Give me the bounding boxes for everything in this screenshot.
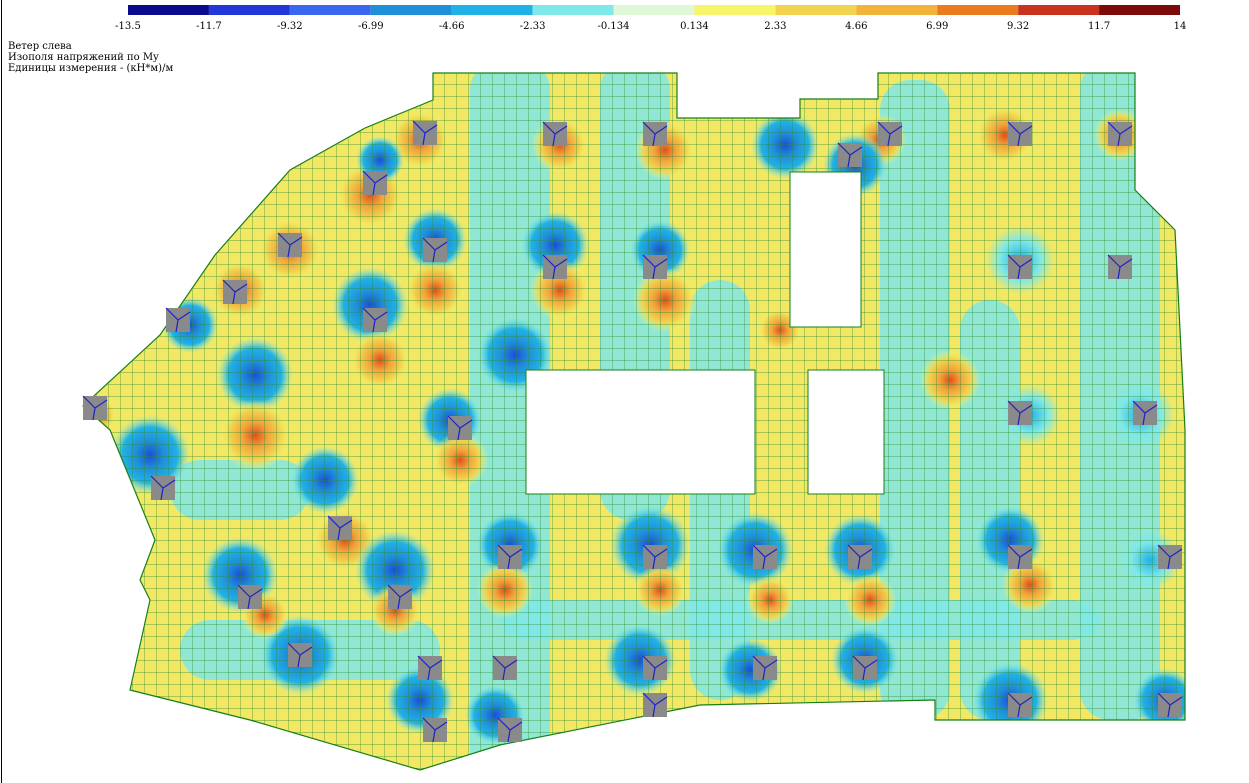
column-support [412,120,438,146]
column-support [642,655,668,681]
column-support [362,170,388,196]
color-scale-legend: -13.5 -11.7 -9.32 -6.99 -4.66 -2.33 -0.134 0.13… [115,5,1187,32]
column-support [237,584,263,610]
legend-color-cell [937,5,1019,15]
info-text-block: Ветер слева Изополя напряжений по My Еди… [8,41,173,74]
column-support [852,655,878,681]
column-support [492,655,518,681]
column-support [222,279,248,305]
legend-tick-label: -9.32 [277,21,303,32]
legend-tick-label: -6.99 [358,21,384,32]
column-support [447,415,473,441]
legend-color-cell [532,5,614,15]
legend-color-cell [775,5,857,15]
column-support [542,254,568,280]
column-support [1007,400,1033,426]
column-support [752,655,778,681]
legend-color-cell [370,5,452,15]
column-support [542,121,568,147]
column-support [362,307,388,333]
opening-right [807,369,885,495]
legend-tick-label: -13.5 [115,21,141,32]
legend-tick-label: 9.32 [1007,21,1029,32]
legend-tick-label: 4.66 [845,21,867,32]
column-support [277,232,303,258]
column-support [82,395,108,421]
legend-color-cell [1099,5,1180,15]
legend-tick-label: 14 [1174,21,1187,32]
column-support [1107,121,1133,147]
column-support [1007,254,1033,280]
legend-color-cell [451,5,533,15]
column-support [422,717,448,743]
column-support [847,544,873,570]
legend-tick-label: 0.134 [680,21,709,32]
column-support [1007,121,1033,147]
column-support [422,237,448,263]
units-label: Единицы измерения - (кН*м)/м [8,63,174,74]
column-support [1132,400,1158,426]
slab-outline [82,72,1186,771]
legend-color-cell [613,5,695,15]
column-support [642,544,668,570]
column-support [642,254,668,280]
column-support [1157,544,1183,570]
legend-tick-label: -2.33 [520,21,546,32]
load-case-label: Ветер слева [8,41,72,52]
legend-tick-label: -4.66 [439,21,465,32]
legend-tick-label: -11.7 [196,21,222,32]
legend-color-cell [128,5,209,15]
column-support [1007,692,1033,718]
column-support [642,692,668,718]
legend-tick-label: -0.134 [598,21,630,32]
column-support [417,655,443,681]
legend-tick-label: 2.33 [764,21,786,32]
column-support [752,544,778,570]
column-support [165,307,191,333]
field-label: Изополя напряжений по My [8,52,159,63]
legend-tick-label: 6.99 [926,21,948,32]
column-support [877,121,903,147]
legend-color-cell [856,5,938,15]
legend-color-cell [694,5,776,15]
opening-upper [789,171,862,328]
column-support [1157,692,1183,718]
column-support [1007,544,1033,570]
column-support [1107,254,1133,280]
column-support [387,584,413,610]
legend-tick-label: 11.7 [1088,21,1110,32]
column-support [497,717,523,743]
column-support [497,544,523,570]
opening-center [525,369,756,495]
legend-color-cell [1018,5,1100,15]
legend-color-cell [289,5,371,15]
left-border-line [1,0,2,783]
column-support [150,475,176,501]
column-support [642,121,668,147]
column-support [837,142,863,168]
column-support [327,515,353,541]
legend-color-cell [208,5,290,15]
column-support [287,642,313,668]
